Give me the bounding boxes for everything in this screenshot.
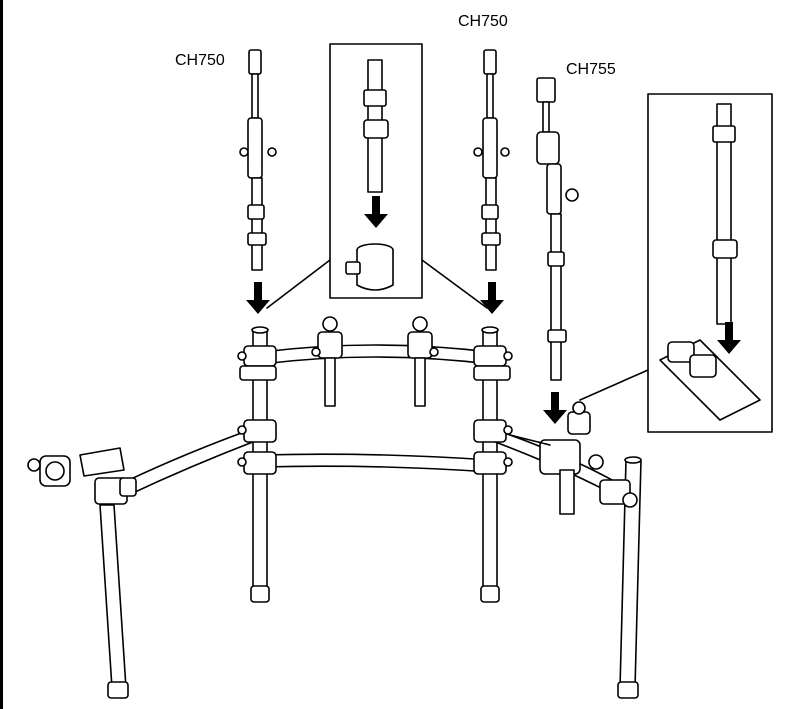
center-callout-box — [266, 43, 488, 309]
right-callout-box — [579, 93, 773, 433]
arrow-left — [246, 282, 270, 314]
pad-holder-right — [407, 316, 439, 407]
lower-curved-bar — [261, 453, 491, 473]
ch750-left-label: CH750 — [175, 52, 225, 69]
ch750-right-label: CH750 — [458, 13, 508, 30]
arrow-right — [480, 282, 504, 314]
arrow-callout-right — [717, 322, 741, 354]
right-front-leg — [617, 456, 642, 699]
left-page-rule — [0, 0, 3, 709]
right-module-clamp — [509, 401, 638, 515]
pad-holder-left — [311, 316, 343, 407]
arrow-callout-center — [364, 196, 388, 228]
left-module-clamp — [27, 447, 137, 505]
arrow-ch755 — [543, 392, 567, 424]
insertion-arrows — [246, 196, 741, 424]
upper-curved-bar — [261, 344, 491, 365]
left-front-leg — [99, 504, 129, 699]
ch755-label: CH755 — [566, 61, 616, 78]
right-inner-clamps — [473, 345, 513, 475]
ch750-right-assembly — [473, 49, 510, 271]
ch750-left-assembly — [239, 49, 277, 271]
ch755-assembly — [536, 77, 579, 381]
left-inner-clamps — [237, 345, 277, 475]
